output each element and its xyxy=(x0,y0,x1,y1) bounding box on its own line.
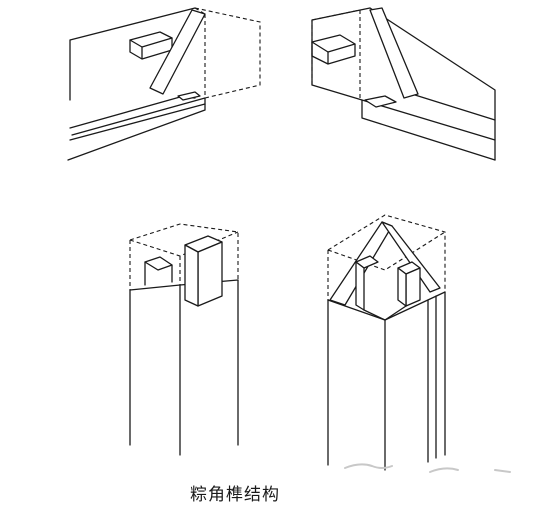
diagram-caption: 粽角榫结构 xyxy=(190,485,280,505)
top-right-rail-joint xyxy=(311,7,496,161)
top-left-rail-joint xyxy=(67,7,261,161)
bottom-left-leg-joint xyxy=(129,223,239,456)
scan-smudge xyxy=(344,463,511,473)
bottom-right-leg-joint xyxy=(327,214,446,471)
